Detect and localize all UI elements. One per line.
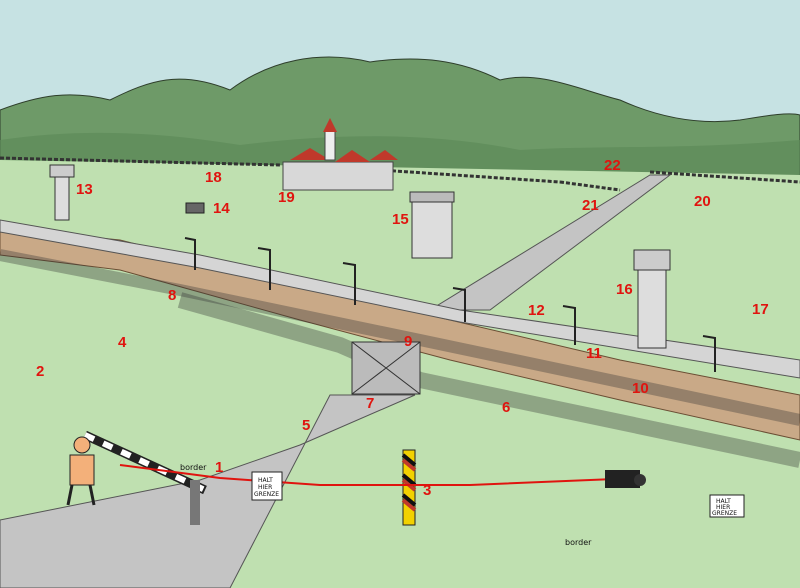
small-sign: HALT HIER GRENZE — [709, 494, 745, 518]
label-10: 10 — [632, 380, 649, 397]
small-sign-line3: GRENZE — [712, 510, 737, 517]
label-7: 7 — [366, 395, 374, 412]
lamp-posts — [184, 237, 716, 372]
label-21: 21 — [582, 197, 599, 214]
label-18: 18 — [205, 169, 222, 186]
watch-tower-16 — [633, 249, 671, 349]
access-road — [428, 174, 672, 311]
label-15: 15 — [392, 211, 409, 228]
village — [282, 118, 398, 191]
border-label-lower: border — [565, 538, 592, 547]
barrier — [83, 430, 207, 525]
bunker-14 — [185, 202, 205, 214]
label-6: 6 — [502, 399, 510, 416]
label-5: 5 — [302, 417, 310, 434]
label-22: 22 — [604, 157, 621, 174]
small-sign-line2: HIER — [716, 504, 730, 511]
warning-sign-line3: GRENZE — [254, 491, 279, 498]
label-4: 4 — [118, 334, 127, 351]
label-2: 2 — [36, 363, 44, 380]
back-fence — [0, 156, 800, 192]
border-label-upper: border — [180, 463, 207, 472]
label-14: 14 — [213, 200, 230, 217]
warning-sign-line2: HIER — [258, 484, 272, 491]
label-11: 11 — [586, 345, 602, 362]
fence-upper — [0, 249, 800, 426]
laser-line — [119, 464, 641, 486]
gate-cross — [351, 341, 421, 395]
label-12: 12 — [528, 302, 545, 319]
patrol-road — [0, 219, 800, 379]
warning-sign: HALT HIER GRENZE — [251, 471, 283, 501]
label-9: 9 — [404, 333, 412, 350]
watch-tower-13 — [49, 164, 75, 221]
label-19: 19 — [278, 189, 295, 206]
label-17: 17 — [752, 301, 769, 318]
person — [66, 436, 96, 506]
label-13: 13 — [76, 181, 93, 198]
lower-road — [0, 394, 416, 588]
label-20: 20 — [694, 193, 711, 210]
watch-tower-15 — [409, 191, 455, 259]
label-16: 16 — [616, 281, 633, 298]
border-post — [401, 449, 417, 526]
label-1: 1 — [215, 459, 223, 476]
spring-gun — [605, 470, 646, 488]
label-3: 3 — [423, 482, 431, 499]
label-8: 8 — [168, 287, 176, 304]
warning-sign-line1: HALT — [258, 477, 273, 484]
small-sign-line1: HALT — [716, 498, 731, 505]
